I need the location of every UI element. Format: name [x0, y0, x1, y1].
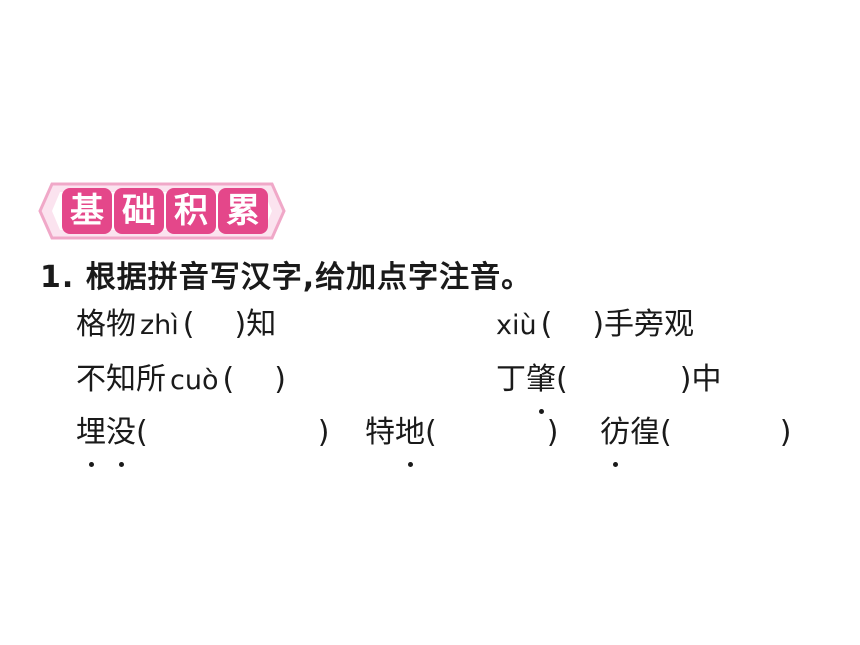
item-maimo-dotted-char1: 埋: [76, 413, 106, 467]
item-dingzhaozhong: 丁肇()中: [496, 360, 722, 414]
item-dingzhaozhong-suffix: 中: [691, 362, 722, 397]
item-panghuang-char2: 徨: [630, 415, 660, 450]
item-gewu-suffix: 知: [246, 307, 277, 342]
item-maimo: 埋没(): [76, 413, 330, 467]
paren-open: (: [660, 415, 672, 450]
item-gewu-prefix: 格物: [76, 307, 136, 342]
paren-open: (: [182, 307, 195, 342]
item-tedi-dotted-char: 地: [395, 413, 425, 467]
paren-close: ): [679, 362, 692, 397]
paren-open: (: [425, 415, 437, 450]
item-buzhisuocuo-prefix: 不知所: [76, 362, 166, 397]
item-xiushou-pinyin: xiù: [496, 310, 537, 341]
paren-open: (: [556, 362, 568, 397]
banner-char-3: 积: [174, 191, 208, 231]
item-panghuang-dotted-char: 彷: [600, 413, 630, 467]
item-xiushou: xiù()手旁观: [496, 305, 694, 346]
paren-close: ): [546, 415, 559, 450]
banner-char-2: 础: [122, 191, 156, 231]
banner-background: [38, 182, 286, 240]
paren-open: (: [540, 307, 553, 342]
paren-close: ): [274, 362, 286, 397]
item-dingzhaozhong-char1: 丁: [496, 362, 526, 397]
section-banner: 基 础 积 累: [38, 180, 286, 242]
paren-close: ): [317, 415, 330, 450]
question-title: 1. 根据拼音写汉字,给加点字注音。: [40, 260, 533, 295]
paren-open: (: [136, 415, 148, 450]
banner-char-1: 基: [70, 191, 104, 231]
item-gewu-pinyin: zhì: [140, 310, 179, 341]
item-panghuang: 彷徨(): [600, 413, 792, 467]
item-tedi: 特地(): [365, 413, 559, 467]
paren-close: ): [592, 307, 605, 342]
item-tedi-char1: 特: [365, 415, 395, 450]
paren-open: (: [222, 362, 235, 397]
item-dingzhaozhong-dotted-char: 肇: [526, 360, 556, 414]
item-buzhisuocuo-pinyin: cuò: [170, 365, 219, 396]
item-maimo-dotted-char2: 没: [106, 413, 136, 467]
paren-close: ): [234, 307, 247, 342]
item-xiushou-suffix: 手旁观: [604, 307, 695, 342]
banner-char-4: 累: [226, 191, 260, 231]
paren-close: ): [779, 415, 792, 450]
